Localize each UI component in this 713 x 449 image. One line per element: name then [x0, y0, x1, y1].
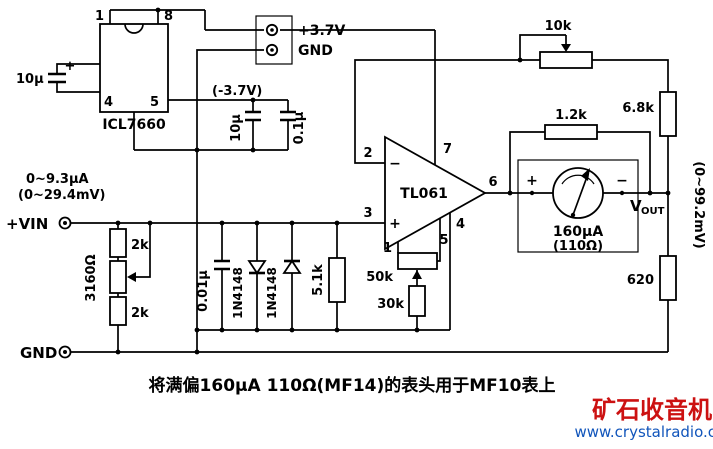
chip-pin5-label: 5 — [150, 95, 159, 110]
meter-current-label: 160µA — [553, 224, 604, 240]
supply-pos-label: +3.7V — [298, 23, 346, 39]
watermark-name: 矿石收音机 — [592, 396, 712, 424]
clamp-diode-1-label: 1N4148 — [231, 267, 245, 319]
gnd-label: GND — [20, 344, 57, 362]
feedback-network: 10k 6.8k 1.2k — [539, 19, 677, 140]
pot-3160-label: 3160Ω — [84, 254, 99, 301]
shunt-resistor-12k — [544, 124, 598, 140]
meter-needle-arrowhead — [581, 168, 590, 181]
reservoir-capacitor-10u — [245, 110, 261, 122]
meter-enclosure — [517, 159, 639, 253]
opamp-name-label: TL061 — [400, 186, 448, 202]
opamp-pin4-label: 4 — [456, 217, 465, 232]
negative-rail-capacitors: (-3.7V) 10µ 0.1µ — [212, 84, 307, 144]
vin-label: +VIN — [6, 215, 48, 233]
meter-assembly: + − 160µA (110Ω) — [517, 159, 639, 254]
feedback-pot-wiper-arrow — [561, 44, 571, 52]
vout-subscript: OUT — [641, 206, 665, 217]
resistor-620 — [659, 255, 677, 301]
output-section: V OUT (0~99.2mV) 620 — [627, 161, 706, 301]
offset-pot-wiper-arrow — [412, 270, 422, 279]
input-section: 0~9.3µA (0~29.4mV) +VIN GND 2k 3160Ω 2k … — [6, 172, 346, 362]
potentiometer-3160 — [109, 260, 127, 294]
meter-needle-pivot — [570, 212, 576, 218]
input-voltage-range: (0~29.4mV) — [18, 188, 106, 203]
resistor-68k-label: 6.8k — [622, 101, 654, 116]
offset-null-network: 50k 30k — [366, 252, 438, 317]
bypass-capacitor-01u — [280, 110, 296, 122]
icl7660-chip: 1 8 4 5 ICL7660 — [95, 9, 173, 133]
bypass-cap-label: 0.1µ — [292, 111, 307, 144]
resistor-2k-bottom — [109, 296, 127, 326]
wires — [56, 9, 669, 353]
opamp-pin7-label: 7 — [443, 142, 452, 157]
meter-resistance-label: (110Ω) — [553, 239, 603, 254]
resistor-68k — [659, 91, 677, 137]
caption: 将满偏160µA 110Ω(MF14)的表头用于MF10表上 — [149, 375, 556, 396]
resistor-2k-bottom-label: 2k — [131, 306, 149, 321]
opamp-pin5-label: 5 — [439, 233, 448, 248]
opamp-plus-sign: + — [389, 216, 401, 232]
meter-plus-label: + — [526, 173, 538, 189]
resistor-2k-top — [109, 228, 127, 258]
opamp-pin2-label: 2 — [363, 146, 372, 161]
flying-cap-plus: + — [65, 59, 76, 74]
resistor-51k-label: 5.1k — [311, 264, 326, 296]
watermark-url: www.crystalradio.cn — [574, 423, 713, 441]
meter-plus-terminal — [529, 190, 535, 196]
opamp-pin6-label: 6 — [488, 175, 497, 190]
meter-minus-label: − — [616, 173, 628, 189]
supply-gnd-label: GND — [298, 43, 333, 59]
offset-pot-label: 50k — [366, 270, 393, 285]
chip-pin4-label: 4 — [104, 95, 113, 110]
output-range-label: (0~99.2mV) — [691, 161, 706, 249]
offset-resistor-30k — [408, 285, 426, 317]
meter-symbol — [552, 167, 604, 219]
filter-cap-label: 0.01µ — [196, 270, 211, 312]
clamp-diode-1 — [247, 260, 267, 275]
clamp-diode-2-label: 1N4148 — [265, 267, 279, 319]
opamp-pin1-label: 1 — [383, 241, 392, 256]
chip-pin1-label: 1 — [95, 9, 104, 24]
filter-capacitor-001u — [214, 259, 230, 271]
opamp-minus-sign: − — [389, 156, 401, 172]
supply-terminal-block: +3.7V GND — [255, 15, 346, 65]
reservoir-cap-label: 10µ — [229, 114, 244, 142]
opamp-tl061: TL061 2 3 − + 7 6 4 5 1 — [363, 135, 498, 256]
clamp-diode-2 — [282, 259, 302, 274]
vout-label: V — [630, 197, 642, 215]
input-current-range: 0~9.3µA — [26, 172, 89, 187]
chip-pin8-label: 8 — [164, 9, 173, 24]
flying-cap-label: 10µ — [16, 72, 44, 87]
feedback-pot-label: 10k — [545, 19, 572, 34]
resistor-51k — [328, 257, 346, 303]
feedback-pot-10k — [539, 51, 593, 69]
neg-rail-label: (-3.7V) — [212, 84, 262, 99]
chip-name-label: ICL7660 — [102, 117, 166, 133]
offset-pot-50k — [397, 252, 438, 270]
meter-minus-terminal — [619, 190, 625, 196]
junction-dots — [115, 7, 671, 355]
offset-resistor-label: 30k — [377, 297, 404, 312]
opamp-pin3-label: 3 — [363, 206, 372, 221]
meter-needle — [572, 173, 589, 216]
watermark: 矿石收音机 www.crystalradio.cn — [574, 396, 713, 441]
chip-notch — [124, 23, 144, 34]
resistor-620-label: 620 — [627, 273, 654, 288]
resistor-2k-top-label: 2k — [131, 238, 149, 253]
shunt-resistor-label: 1.2k — [555, 108, 587, 123]
pot-3160-wiper-arrow — [127, 272, 136, 282]
flying-capacitor-10u: + 10µ — [16, 59, 75, 87]
meter-scale-arc — [561, 174, 595, 185]
